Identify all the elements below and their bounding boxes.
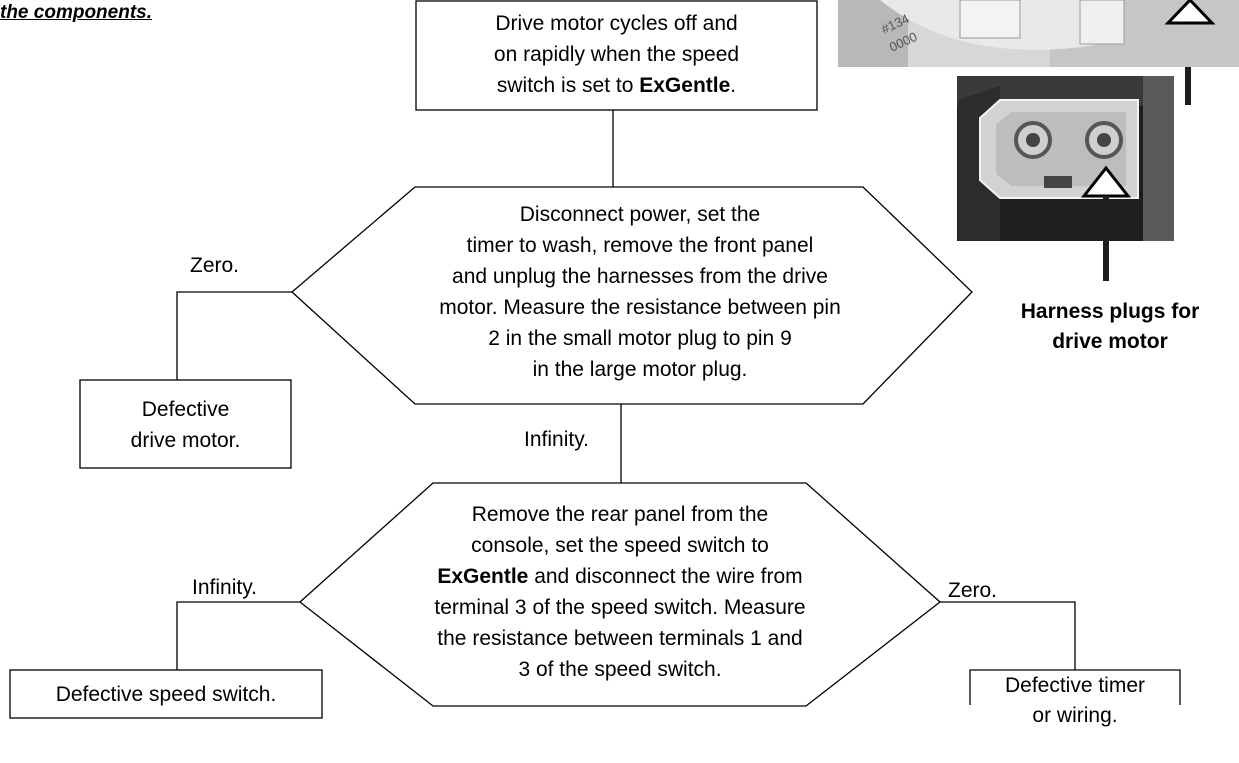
decision2-line-3-text: and disconnect the wire from [528,565,803,588]
result-timer-box [969,669,1181,705]
result-drive-motor-text: Defective drive motor. [80,394,291,456]
photo-caption: Harness plugs for drive motor [1010,297,1210,357]
page-header-fragment: the components. [0,2,153,23]
photo-caption-line: drive motor [1052,330,1168,353]
decision1-line: Disconnect power, set the [519,203,761,226]
photo-caption-line: Harness plugs for [1020,300,1200,323]
decision1-line: timer to wash, remove the front panel [466,234,814,257]
result-drive-motor-line: Defective [141,398,230,421]
decision1-line: and unplug the harnesses from the drive [452,265,828,288]
result-speed-switch-text: Defective speed switch. [55,683,277,706]
start-line: switch is set to ExGentle. [416,70,817,101]
decision1-hexagon [291,186,973,405]
result-drive-motor-line: drive motor. [130,429,241,452]
result-drive-motor-box [79,379,292,469]
start-line-3-end: . [730,74,737,97]
start-line: on rapidly when the speed [493,43,740,66]
start-line: Drive motor cycles off and [495,12,738,35]
connector-zero-to-timer [940,601,1076,670]
decision2-line: the resistance between terminals 1 and [437,627,803,650]
photo-connector-top: #134 0000 [838,0,1239,67]
decision2-infinity-label: Infinity. [192,576,257,599]
decision2-line: terminal 3 of the speed switch. Measure [434,596,806,619]
photo-arrow-stem-top [1185,67,1191,105]
start-line-3-text: switch is set to [496,74,640,97]
decision2-hexagon [298,482,942,707]
photo-arrow-stem-bottom [1103,241,1109,281]
connector-zero-to-drive-motor [176,291,292,380]
photo-harness-plug [957,76,1174,241]
decision1-line: motor. Measure the resistance between pi… [439,296,841,319]
decision2-line: Remove the rear panel from the [471,503,769,526]
decision2-line: console, set the speed switch to [471,534,769,557]
decision1-zero-label: Zero. [190,254,240,277]
decision1-text: Disconnect power, set the timer to wash,… [360,199,920,385]
decision1-infinity-label: Infinity. [524,428,589,451]
decision2-line: ExGentle and disconnect the wire from [340,561,900,592]
decision2-text: Remove the rear panel from the console, … [340,499,900,685]
start-step-text: Drive motor cycles off and on rapidly wh… [416,8,817,101]
start-line-3-bold: ExGentle [639,74,731,97]
decision1-line: 2 in the small motor plug to pin 9 [488,327,792,350]
decision2-line: 3 of the speed switch. [518,658,722,681]
result-speed-switch-box [9,669,323,719]
decision2-line-3-bold: ExGentle [437,565,529,588]
decision1-line: in the large motor plug. [532,358,748,381]
decision2-zero-label: Zero. [948,579,998,602]
result-timer-line: or wiring. [1032,704,1118,727]
result-timer-text: Defective timer or wiring. [970,671,1180,731]
start-box [415,0,818,111]
result-timer-line: Defective timer [1004,674,1146,697]
connector-infinity-to-speed-switch [176,601,300,670]
